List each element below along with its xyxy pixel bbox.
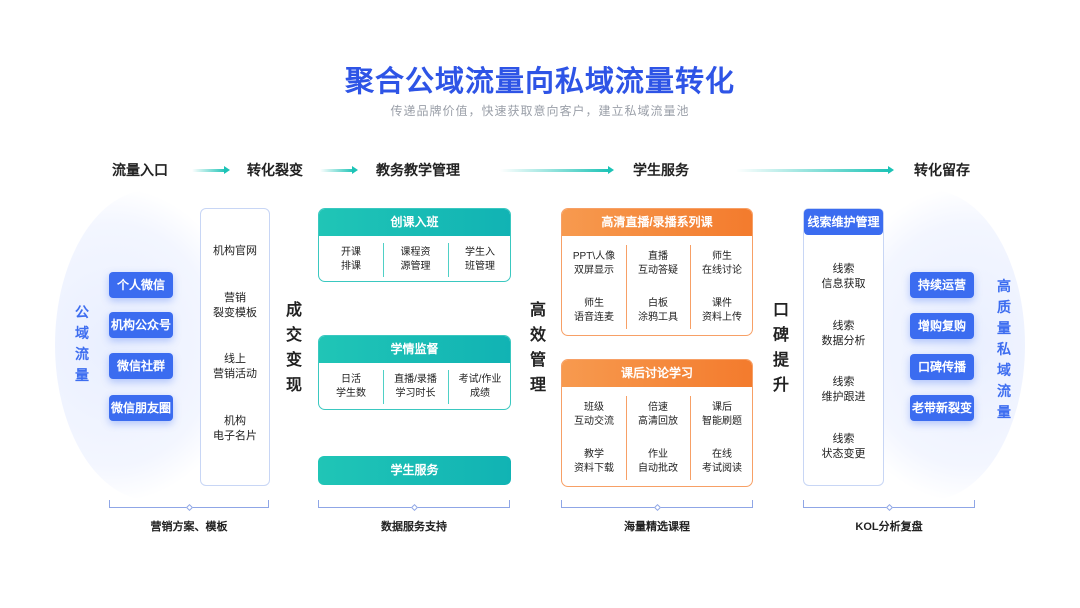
student-service-bar: 学生服务	[318, 456, 511, 485]
leads-item: 线索数据分析	[821, 320, 866, 347]
leads-item: 线索维护跟进	[821, 376, 866, 403]
footer-data-service: 数据服务支持	[381, 521, 447, 533]
bracket-4	[803, 500, 975, 512]
card-cell: 在线考试阅读	[702, 449, 742, 474]
card-cell: 班级互动交流	[574, 402, 614, 427]
bracket-2	[318, 500, 510, 512]
leads-box: 线索维护管理 线索信息获取 线索数据分析 线索维护跟进 线索状态变更	[803, 208, 884, 486]
card-cell: PPT\人像双屏显示	[572, 251, 616, 276]
card-cell: 直播互动答疑	[638, 251, 678, 276]
card-cell: 考试/作业成绩	[458, 374, 502, 399]
retention-ongoing-operation: 持续运营	[910, 272, 974, 298]
card-cell: 课后智能刷题	[702, 402, 742, 427]
arrow-1	[192, 166, 230, 174]
card-cell: 直播/录播学习时长	[394, 374, 437, 399]
card-live-recorded-courses: 高清直播/录播系列课 PPT\人像双屏显示 直播互动答疑 师生在线讨论 师生语音…	[561, 208, 753, 336]
entry-official-account: 机构公众号	[109, 312, 173, 338]
leads-item: 线索状态变更	[821, 433, 866, 460]
retention-word-of-mouth: 口碑传播	[910, 354, 974, 380]
card-cell: 学生入班管理	[465, 247, 495, 272]
bracket-3	[561, 500, 753, 512]
conversion-item: 营销裂变模板	[213, 292, 257, 319]
card-cell: 课程资源管理	[400, 247, 431, 272]
card-title: 学情监督	[319, 336, 510, 363]
card-cell: 教学资料下载	[574, 449, 614, 474]
conversion-item: 机构官网	[213, 245, 257, 257]
entry-personal-wechat: 个人微信	[109, 272, 173, 298]
step-conversion: 转化裂变	[247, 162, 303, 178]
conversion-item: 机构电子名片	[213, 415, 257, 442]
arrow-4	[736, 166, 894, 174]
retention-repurchase: 增购复购	[910, 313, 974, 339]
card-cell: 作业自动批改	[638, 449, 678, 474]
efficient-management-label: 高效 管理	[529, 302, 546, 394]
card-cell: 师生在线讨论	[702, 251, 742, 276]
card-study-supervision: 学情监督 日活学生数 直播/录播学习时长 考试/作业成绩	[318, 335, 511, 410]
step-student-service: 学生服务	[633, 162, 689, 178]
card-title: 课后讨论学习	[562, 360, 752, 387]
conversion-box: 机构官网 营销裂变模板 线上营销活动 机构电子名片	[200, 208, 270, 486]
step-retention: 转化留存	[914, 162, 970, 178]
conversion-item: 线上营销活动	[213, 353, 257, 380]
card-after-class-discussion: 课后讨论学习 班级互动交流 倍速高清回放 课后智能刷题 教学资料下载 作业自动批…	[561, 359, 753, 487]
card-cell: 白板涂鸦工具	[638, 298, 678, 323]
deal-monetize-label: 成交 变现	[285, 302, 302, 394]
entry-wechat-group: 微信社群	[109, 353, 173, 379]
entry-moments: 微信朋友圈	[109, 395, 173, 421]
card-cell: 开课排课	[341, 247, 361, 272]
card-title: 创课入班	[319, 209, 510, 236]
private-traffic-label: 高质 量私 域流 量	[997, 278, 1011, 420]
card-title: 高清直播/录播系列课	[562, 209, 752, 236]
leads-item: 线索信息获取	[821, 263, 866, 290]
step-traffic-entry: 流量入口	[112, 162, 168, 178]
footer-courses: 海量精选课程	[624, 521, 690, 533]
page-subtitle: 传递品牌价值，快速获取意向客户，建立私域流量池	[390, 104, 690, 118]
step-academic-management: 教务教学管理	[376, 162, 460, 178]
bracket-1	[109, 500, 269, 512]
arrow-3	[500, 166, 614, 174]
arrow-2	[320, 166, 358, 174]
card-course-enrollment: 创课入班 开课排课 课程资源管理 学生入班管理	[318, 208, 511, 282]
page-title: 聚合公域流量向私域流量转化	[344, 66, 735, 98]
card-cell: 倍速高清回放	[638, 402, 678, 427]
card-cell: 课件资料上传	[702, 298, 742, 323]
footer-kol: KOL分析复盘	[855, 521, 923, 533]
footer-marketing: 营销方案、模板	[150, 521, 228, 533]
leads-title: 线索维护管理	[804, 209, 883, 235]
card-cell: 师生语音连麦	[574, 298, 614, 323]
retention-referral: 老带新裂变	[910, 395, 974, 421]
reputation-boost-label: 口碑 提升	[772, 302, 789, 394]
card-cell: 日活学生数	[336, 374, 366, 399]
public-traffic-label: 公 域 流 量	[75, 304, 89, 383]
